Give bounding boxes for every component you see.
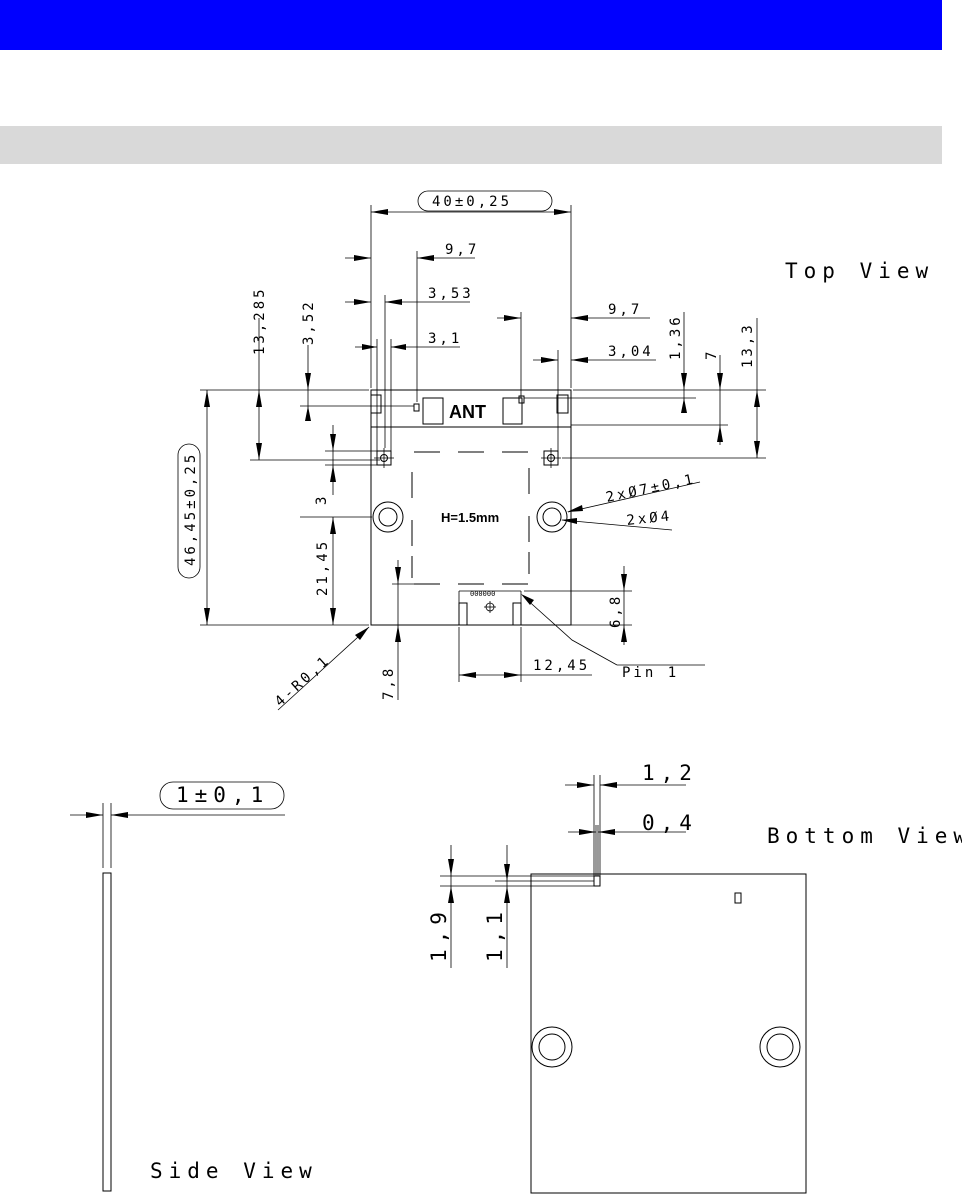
side-view-label: Side View (150, 1159, 318, 1183)
dim-width: 40±0,25 (432, 194, 512, 210)
bottom-left-hole (532, 1027, 572, 1067)
side-board-outline (103, 873, 111, 1191)
dim-353: 3,53 (428, 286, 474, 302)
dim-304: 3,04 (608, 344, 654, 360)
top-view: ANT (178, 191, 934, 710)
left-mounting-hole (373, 502, 403, 532)
bottom-right-hole (760, 1027, 800, 1067)
connector: 000000 (459, 590, 521, 625)
dim-97-right: 9,7 (608, 302, 642, 318)
dim-68: 6,8 (608, 594, 624, 628)
right-mounting-hole (537, 502, 567, 532)
dim-97-left: 9,7 (445, 242, 479, 258)
dim-corner: 4-R0,1 (272, 652, 334, 710)
dim-height: 46,45±0,25 (183, 452, 199, 566)
top-view-label: Top View (785, 259, 934, 283)
dim-136: 1,36 (668, 314, 684, 360)
dim-78: 7,8 (381, 666, 397, 700)
dim-133: 13,3 (740, 322, 756, 368)
ant-label: ANT (449, 402, 486, 422)
dim-31: 3,1 (428, 331, 462, 347)
bottom-view: 1,2 0,4 1,9 1,1 Bottom View (427, 761, 962, 1193)
dim-04: 0,4 (642, 811, 698, 835)
dim-2145: 21,45 (315, 539, 331, 596)
pin-pads: 000000 (470, 590, 495, 598)
height-label: H=1.5mm (441, 510, 499, 525)
pin-label: Pin 1 (622, 665, 679, 681)
dim-7: 7 (704, 349, 720, 360)
bottom-view-label: Bottom View (767, 824, 962, 848)
dim-19: 1,9 (427, 906, 451, 962)
dim-hole-small: 2xØ4 (626, 508, 673, 529)
dim-thickness: 1±0,1 (176, 783, 269, 807)
dim-352: 3,52 (301, 299, 317, 345)
dim-12: 1,2 (642, 761, 698, 785)
dim-13285: 13,285 (252, 286, 268, 355)
side-view: 1±0,1 Side View (70, 782, 318, 1191)
dim-3: 3 (314, 494, 330, 505)
dim-1245: 12,45 (533, 658, 590, 674)
dim-11: 1,1 (483, 906, 507, 962)
dim-hole-big: 2xØ7±0,1 (605, 471, 698, 506)
